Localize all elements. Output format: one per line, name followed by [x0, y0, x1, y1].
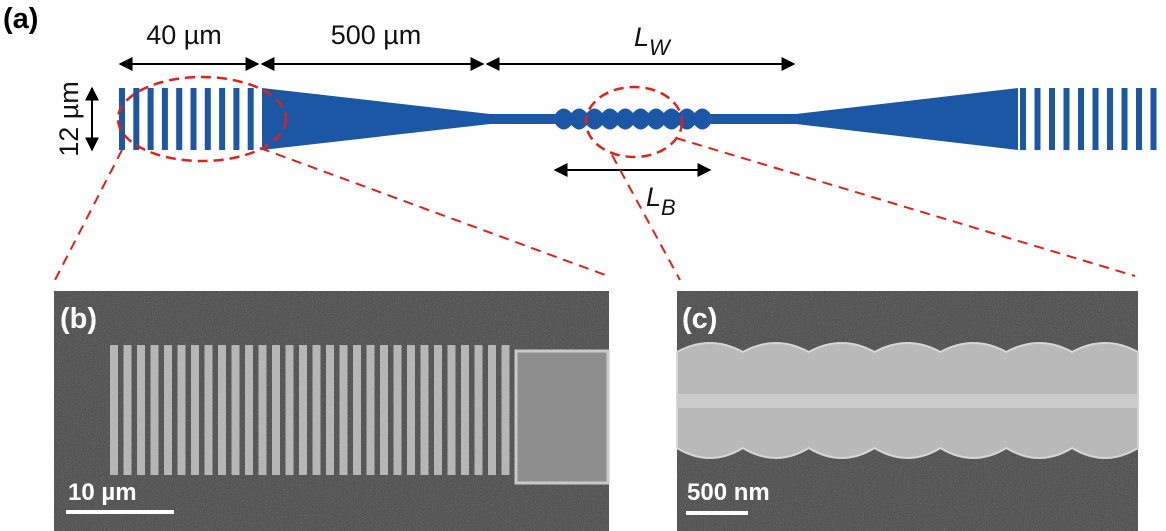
scale-bar-b-label: 10 µm [68, 479, 137, 506]
sem-grating-bar [393, 345, 402, 475]
taper-length-label: 500 µm [331, 20, 422, 50]
grating-tooth [247, 88, 254, 150]
scale-bar-b [66, 510, 174, 514]
grating-tooth [147, 88, 154, 150]
sem-grating-bar [407, 345, 415, 475]
grating-tooth [161, 88, 168, 150]
grating-tooth [1092, 88, 1099, 150]
bragg-length-symbol: L [646, 182, 661, 212]
grating-tooth [1063, 88, 1070, 150]
zoom-line-b-left [54, 149, 123, 281]
sem-grating-bar [218, 345, 226, 475]
sem-grating-bar [245, 345, 253, 475]
sem-grating-bar [231, 345, 240, 475]
grating-tooth [1107, 88, 1113, 150]
sem-waveguide-center [677, 394, 1138, 408]
sem-grating-bar [366, 345, 375, 475]
waveguide-left [488, 114, 560, 124]
grating-tooth [1049, 88, 1055, 150]
panel-c-label: (c) [682, 303, 717, 335]
grating-tooth [176, 88, 183, 150]
sem-grating-bar [204, 345, 213, 475]
sem-taper-pad [514, 349, 610, 485]
sem-grating-bar [258, 345, 267, 475]
grating-tooth [1136, 88, 1142, 150]
sem-grating-bar [177, 345, 186, 475]
grating-tooth [133, 88, 140, 150]
sem-grating-bar [123, 345, 132, 475]
panel-b-label: (b) [60, 303, 97, 335]
sem-grating-bar [474, 345, 483, 475]
grating-tooth [1020, 88, 1026, 150]
grating-tooth [1150, 88, 1157, 150]
waveguide-length-subscript: W [649, 35, 672, 60]
panel-b-sem-image: (b) 10 µm [54, 291, 610, 531]
grating-tooth [119, 88, 125, 150]
sem-grating-bar [501, 345, 510, 475]
width-label: 12 µm [54, 81, 84, 157]
sem-grating-bar [191, 345, 199, 475]
grating-highlight-ellipse [116, 75, 288, 163]
bragg-highlight-ellipse [584, 85, 684, 159]
sem-grating-bar [164, 345, 172, 475]
sem-grating-bar [447, 345, 456, 475]
grating-tooth [1121, 88, 1128, 150]
grating-tooth [219, 88, 226, 150]
grating-tooth [1034, 88, 1041, 150]
sem-grating-bars [110, 345, 510, 475]
sem-grating-bar [110, 345, 118, 475]
grating-tooth [204, 88, 211, 150]
bragg-grating [556, 108, 710, 130]
scale-bar-c-label: 500 nm [687, 479, 770, 506]
sem-grating-bar [299, 345, 307, 475]
waveguide-length-label: LW [634, 22, 672, 60]
waveguide-right [706, 114, 798, 124]
sem-grating-bar [150, 345, 159, 475]
zoom-line-b-right [259, 147, 609, 277]
sem-grating-bar [434, 345, 442, 475]
bragg-length-label: LB [646, 182, 676, 220]
left-taper [262, 88, 490, 150]
panel-c-sem-image: (c) 500 nm [676, 291, 1139, 531]
scale-bar-c [686, 511, 748, 515]
grating-length-label: 40 µm [146, 20, 222, 50]
panel-a-label: (a) [3, 3, 38, 35]
sem-grating-bar [285, 345, 294, 475]
left-grating-coupler [119, 88, 254, 150]
sem-grating-bar [312, 345, 321, 475]
sem-grating-bar [272, 345, 280, 475]
waveguide-length-symbol: L [634, 22, 649, 52]
grating-tooth [1078, 88, 1084, 150]
sem-grating-bar [380, 345, 388, 475]
sem-grating-bar [488, 345, 496, 475]
bragg-length-subscript: B [661, 195, 676, 220]
grating-tooth [190, 88, 197, 150]
right-grating-coupler [1020, 88, 1157, 150]
zoom-line-c-right [675, 137, 1136, 277]
sem-grating-bar [339, 345, 348, 475]
sem-grating-bar [326, 345, 334, 475]
grating-tooth [233, 88, 240, 150]
zoom-line-c-left [611, 154, 681, 281]
sem-grating-bar [137, 345, 145, 475]
sem-grating-bar [420, 345, 429, 475]
device-schematic [119, 88, 1157, 150]
right-taper [796, 88, 1018, 150]
sem-grating-bar [353, 345, 361, 475]
sem-grating-bar [461, 345, 469, 475]
